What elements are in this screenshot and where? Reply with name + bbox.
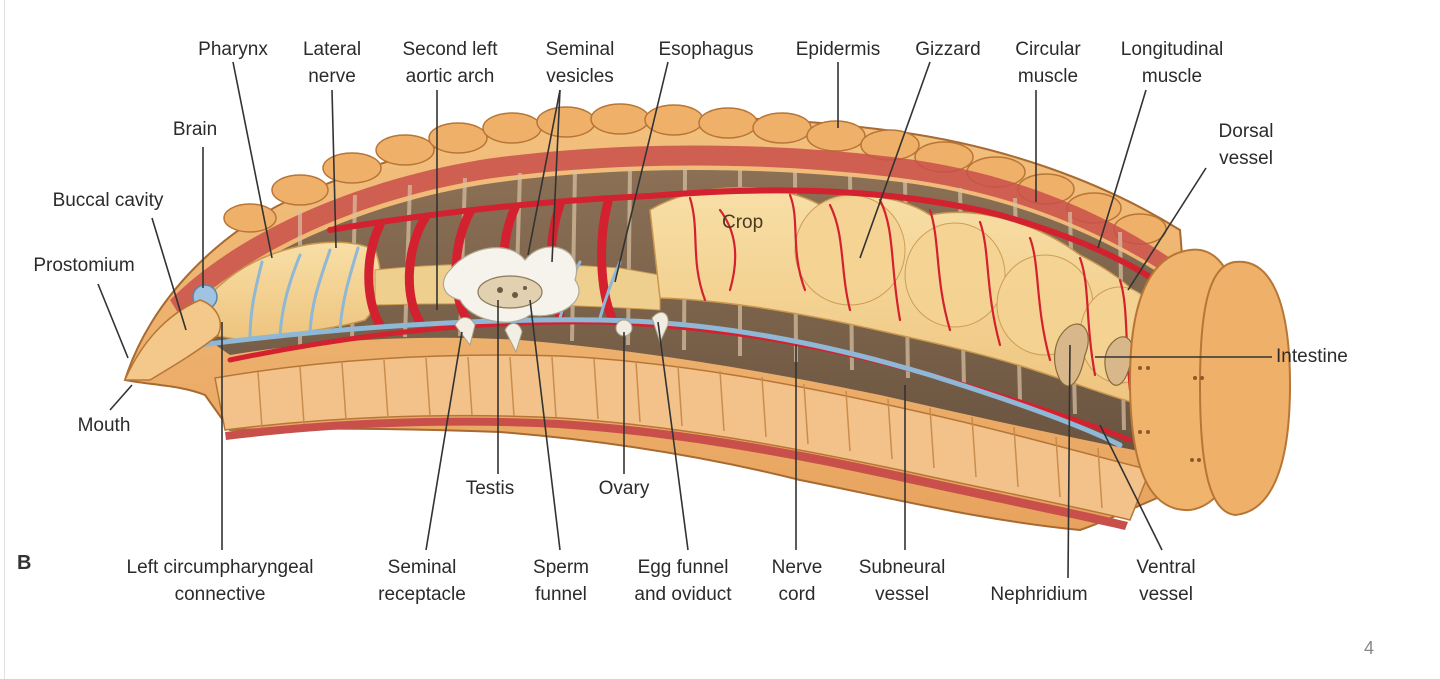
label-circular-muscle: Circular muscle [1015,39,1081,87]
label-gizzard: Gizzard [915,39,981,60]
page-number: 4 [1364,638,1375,658]
leader-gizzard [859,61,931,259]
label-nephridium: Nephridium [990,584,1088,605]
label-pharynx: Pharynx [198,39,268,60]
leader-sperm-funnel [529,299,561,551]
leader-ventral-vessel [1099,424,1163,551]
ventral-wall [214,354,1152,521]
leader-seminal-receptacle [425,331,463,551]
label-ventral-vessel: Ventral vessel [1136,557,1196,605]
crop-capillaries [688,193,1132,392]
egg-funnel-shape [651,311,669,344]
leader-egg-funnel [657,321,689,551]
panel-letter: B [17,552,32,574]
leader-seminal-vesicles-a [527,89,561,256]
label-crop: Crop [722,212,764,233]
label-esophagus: Esophagus [658,39,754,60]
prostomium-shape [123,299,221,381]
label-longitudinal-muscle: Longitudinal muscle [1120,39,1224,87]
label-left-circumpharyngeal-connective: Left circumpharyngeal connective [126,557,314,605]
leader-mouth [109,384,133,411]
label-epidermis: Epidermis [795,39,881,60]
dorsal-segment-bumps [223,103,1167,245]
label-mouth: Mouth [77,415,131,436]
label-buccal-cavity: Buccal cavity [52,190,164,211]
dorsal-vessel [327,187,1173,293]
label-egg-funnel-and-oviduct: Egg funnel and oviduct [634,557,732,605]
label-lateral-nerve: Lateral nerve [302,39,362,87]
label-brain: Brain [172,119,218,140]
nephridium-shapes [1053,323,1134,387]
label-prostomium: Prostomium [33,255,135,276]
label-nerve-cord: Nerve cord [771,557,823,605]
leader-nephridium [1067,344,1071,579]
leader-dorsal-vessel [1127,167,1207,291]
label-intestine: Intestine [1276,346,1348,367]
leader-longitudinal-muscle [1097,89,1147,249]
label-seminal-receptacle: Seminal receptacle [378,557,466,605]
label-sperm-funnel: Sperm funnel [533,557,589,605]
leader-buccal-cavity [151,217,187,331]
leader-pharynx [232,61,273,259]
muscle-layer [170,145,1170,316]
leader-esophagus [614,61,669,283]
reproductive-organs [442,246,1134,387]
page-edge-line [4,0,5,679]
leader-lines [97,61,1272,579]
label-seminal-vesicles: Seminal vesicles [545,39,615,87]
head-structures [123,284,221,381]
label-subneural-vessel: Subneural vessel [858,557,946,605]
ventral-segment-lines [257,356,1103,509]
label-testis: Testis [465,478,515,499]
label-ovary: Ovary [598,478,650,499]
cut-end-segments [1128,248,1292,517]
label-second-left-aortic-arch: Second left aortic arch [402,39,498,87]
label-dorsal-vessel: Dorsal vessel [1218,121,1274,169]
leader-seminal-vesicles-b [551,89,561,263]
seminal-receptacle-shapes [454,317,523,354]
ventral-muscle-band [225,417,1128,530]
ventral-nerve-cord [197,317,1123,448]
leader-prostomium [97,283,129,359]
testis-shape [477,275,543,309]
leader-lateral-nerve [331,89,337,249]
